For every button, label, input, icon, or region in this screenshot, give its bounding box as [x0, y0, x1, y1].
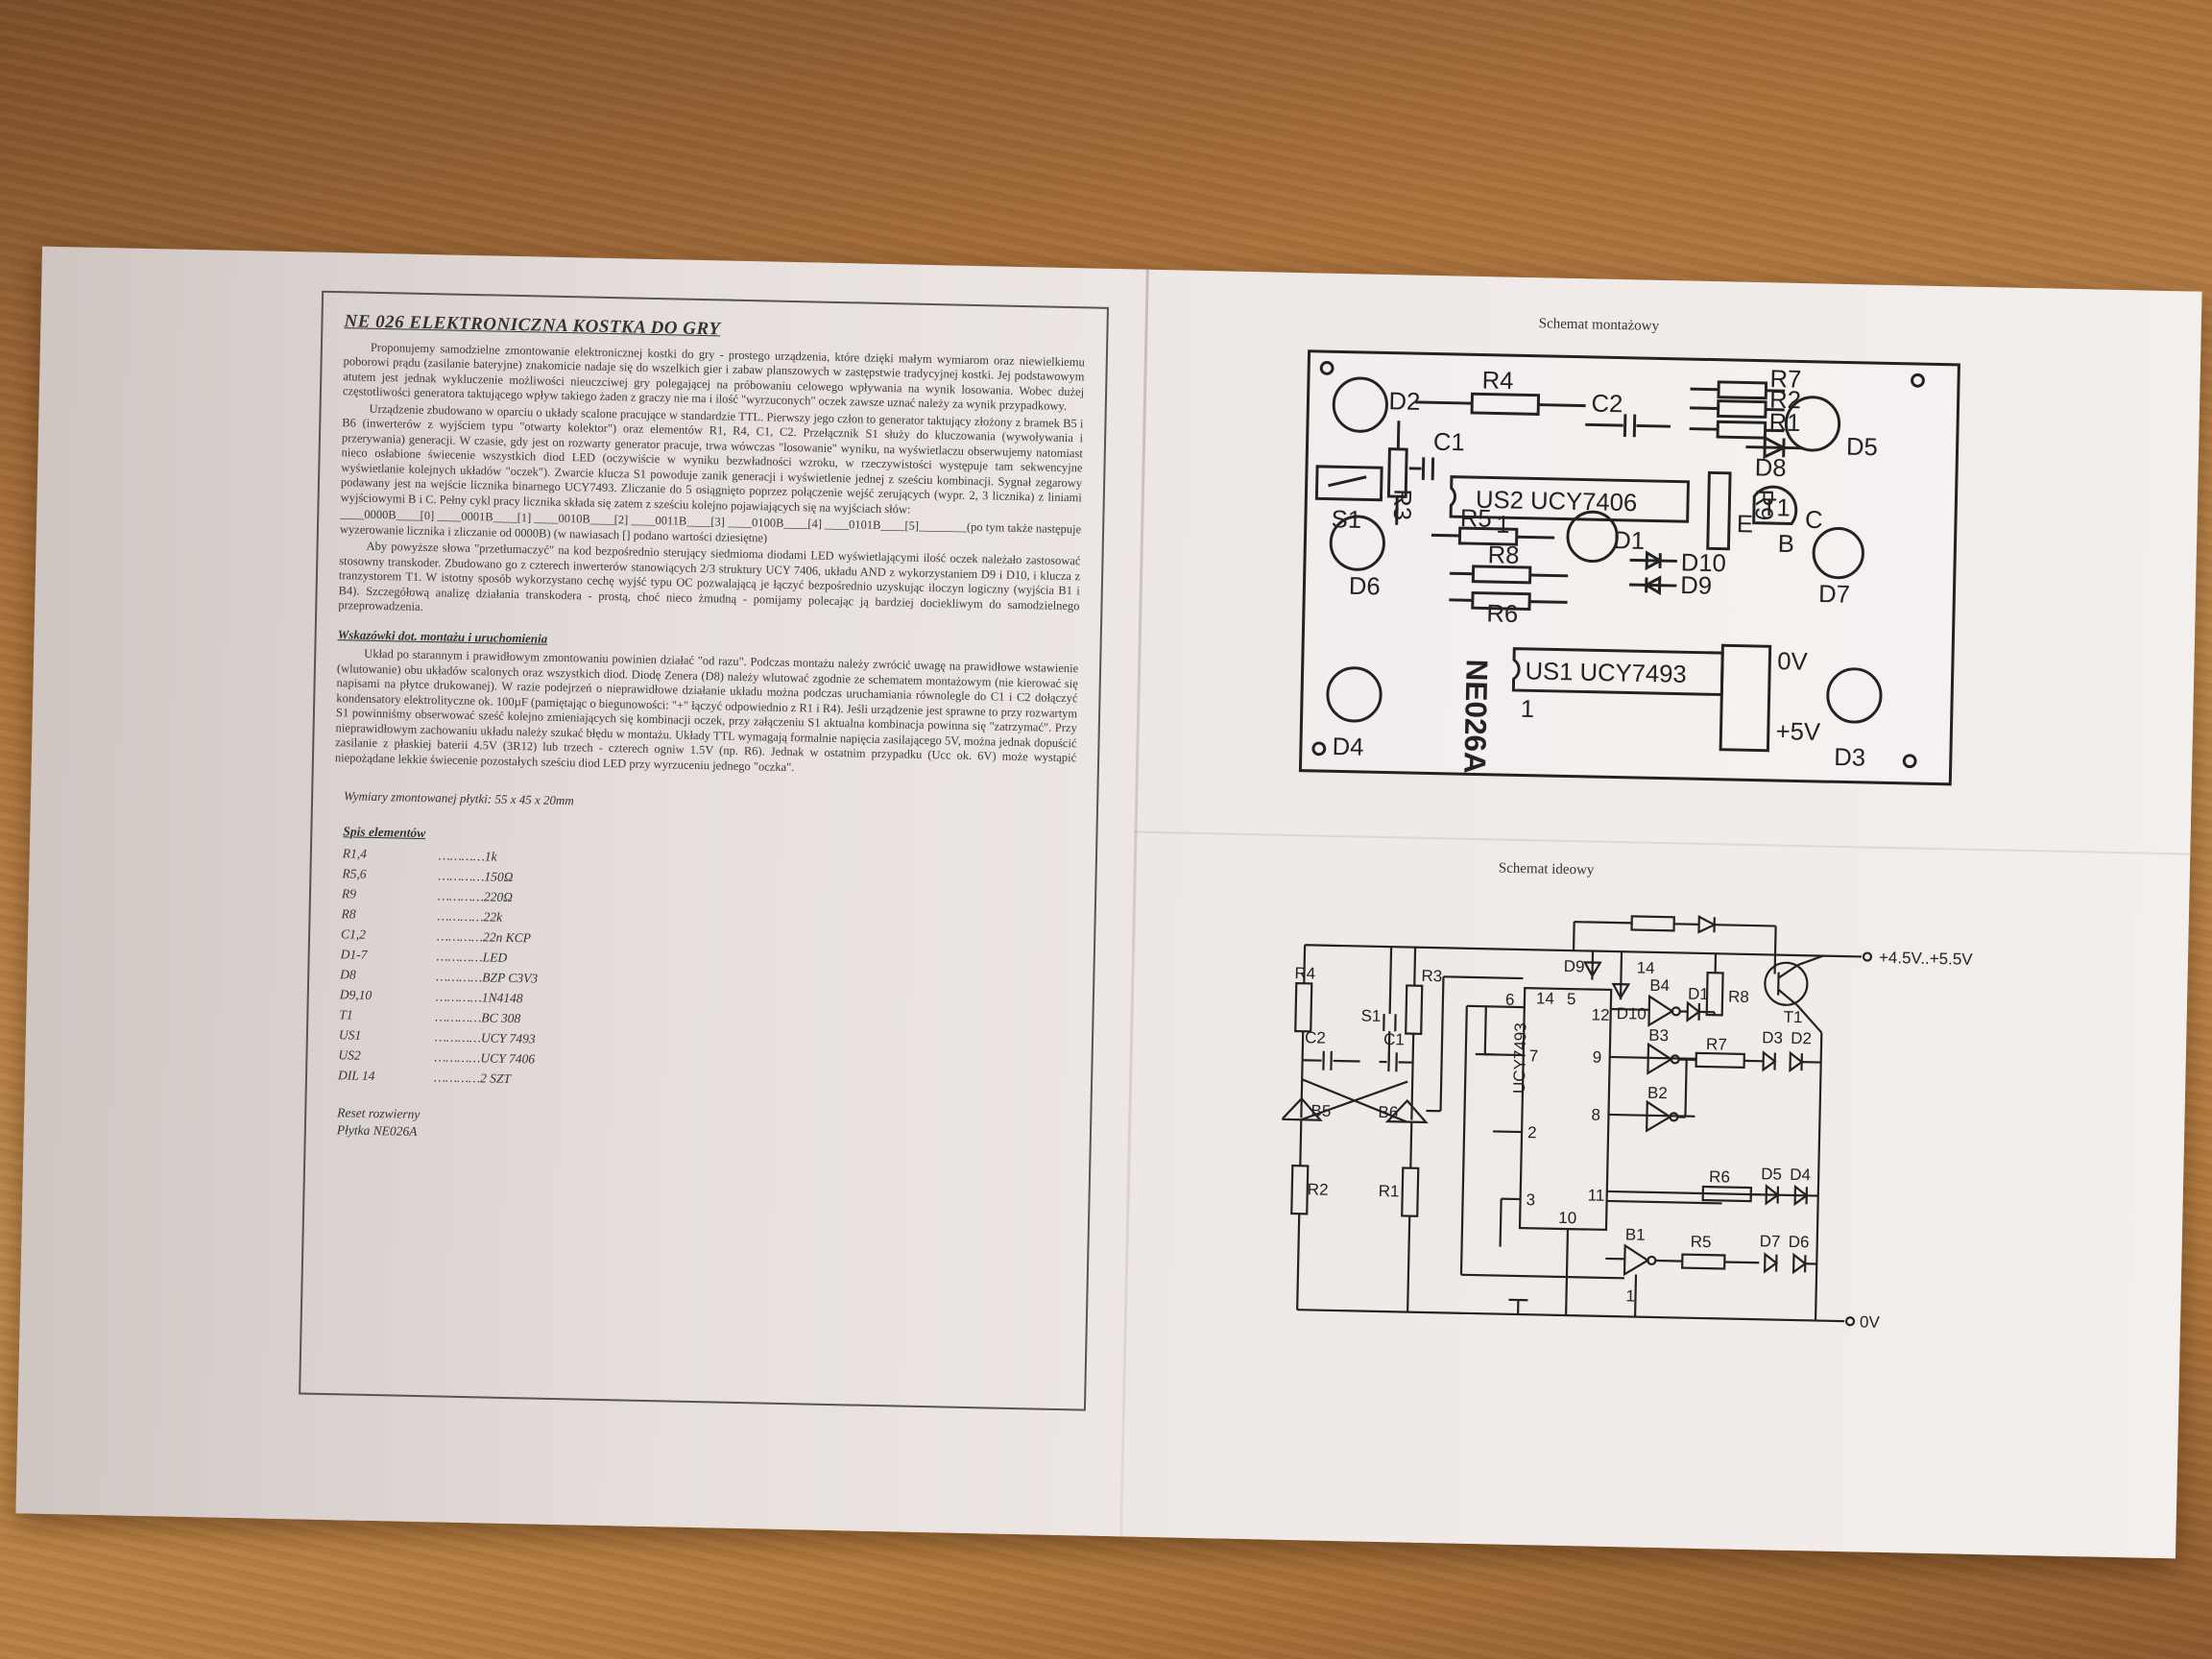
label-d1: D1: [1613, 527, 1645, 555]
sch-n1: 1: [1625, 1286, 1635, 1305]
sch-c1: C1: [1383, 1030, 1405, 1048]
sch-p5: 5: [1567, 990, 1576, 1008]
label-0v: 0V: [1777, 648, 1808, 676]
label-d7: D7: [1818, 581, 1850, 609]
sch-b5: B5: [1310, 1101, 1331, 1119]
sch-r6: R6: [1709, 1167, 1730, 1186]
text-frame: NE 026 ELEKTRONICZNA KOSTKA DO GRY Propo…: [299, 290, 1109, 1411]
schematic-caption: Schemat ideowy: [1498, 860, 1595, 878]
label-d10: D10: [1681, 549, 1727, 577]
label-r8: R8: [1487, 541, 1519, 569]
label-plus5v: +5V: [1775, 718, 1820, 746]
label-c: C: [1805, 507, 1823, 534]
label-b: B: [1778, 531, 1795, 558]
label-us1: US1 UCY7493: [1525, 658, 1687, 688]
label-r4: R4: [1481, 368, 1513, 396]
sch-d9: D9: [1564, 957, 1585, 975]
label-d6: D6: [1349, 573, 1381, 601]
sch-r1: R1: [1379, 1182, 1400, 1200]
label-pin1: 1: [1521, 696, 1535, 723]
vertical-fold: [1119, 269, 1149, 1537]
label-r2: R2: [1769, 387, 1801, 415]
sch-p11: 11: [1588, 1187, 1605, 1205]
assembly-diagram: D2 R4 C2 R7 R2 R1 D5 C1 R3 S1 US2 UCY740…: [1298, 349, 1960, 786]
label-d3: D3: [1834, 744, 1865, 772]
parts-list: R1,4…………1k R5,6…………150Ω R9…………220Ω R8…………: [338, 843, 1074, 1100]
sch-r9: R9: [1642, 906, 1663, 916]
sch-r5: R5: [1691, 1233, 1712, 1251]
sch-b1: B1: [1625, 1225, 1646, 1243]
sch-d4: D4: [1790, 1166, 1811, 1184]
sch-p2: 2: [1527, 1123, 1537, 1142]
label-r5: R5: [1460, 505, 1492, 533]
sch-r8: R8: [1728, 988, 1749, 1006]
sch-s1: S1: [1360, 1007, 1381, 1025]
label-s1: S1: [1331, 506, 1361, 534]
label-r6: R6: [1486, 600, 1518, 628]
sch-r4: R4: [1294, 964, 1315, 982]
reset-note: Reset rozwierny Płytka NE026A: [336, 1105, 421, 1139]
label-r3: R3: [1388, 489, 1416, 520]
label-d4: D4: [1332, 733, 1363, 761]
label-board-id: NE026A: [1457, 659, 1494, 774]
label-r1: R1: [1768, 409, 1800, 437]
sch-p12: 12: [1591, 1006, 1609, 1024]
sch-d5: D5: [1761, 1165, 1782, 1183]
sch-b6: B6: [1378, 1103, 1398, 1121]
sch-p14: 14: [1536, 989, 1554, 1007]
sch-chip: UCY7493: [1510, 1022, 1530, 1094]
label-r7: R7: [1769, 366, 1801, 394]
schematic-diagram: R9 D8 +4.5V..+5.5V D9 14 D10 R8 R4 R3 S1…: [1279, 906, 1974, 1332]
label-t1: T1: [1762, 494, 1791, 522]
assembly-paragraph: Układ po starannym i prawidłowym zmontow…: [334, 646, 1079, 774]
sch-p6: 6: [1505, 991, 1515, 1009]
sch-p9: 9: [1593, 1048, 1602, 1067]
sch-vcc: +4.5V..+5.5V: [1879, 949, 1974, 969]
dimensions-text: Wymiary zmontowanej płytki: 55 x 45 x 20…: [343, 788, 574, 808]
assembly-caption: Schemat montażowy: [1538, 316, 1660, 334]
sch-b2: B2: [1647, 1084, 1668, 1102]
document-title: NE 026 ELEKTRONICZNA KOSTKA DO GRY: [344, 311, 721, 340]
sch-n14: 14: [1636, 959, 1654, 977]
label-pin1-us2: 1: [1496, 512, 1510, 539]
sch-gnd: 0V: [1860, 1312, 1881, 1331]
sch-d2: D2: [1791, 1029, 1812, 1047]
sch-c2: C2: [1305, 1028, 1326, 1046]
sch-p8: 8: [1591, 1106, 1600, 1124]
label-r9: R9: [1750, 489, 1778, 520]
sch-p7: 7: [1529, 1046, 1539, 1065]
intro-paragraph-3: Aby powyższe słowa "przetłumaczyć" na ko…: [338, 539, 1081, 613]
label-c2: C2: [1591, 391, 1623, 419]
sch-b3: B3: [1648, 1026, 1669, 1045]
intro-paragraph-2: Urządzenie zbudowano w oparciu o układy …: [340, 401, 1084, 517]
sch-r2: R2: [1308, 1180, 1329, 1198]
label-d9: D9: [1680, 572, 1712, 600]
label-d5: D5: [1846, 434, 1878, 462]
sch-t1: T1: [1783, 1008, 1802, 1026]
label-us2: US2 UCY7406: [1476, 487, 1638, 517]
sch-p10: 10: [1558, 1209, 1576, 1227]
sch-r3: R3: [1421, 967, 1442, 985]
sch-b4: B4: [1649, 976, 1670, 995]
sch-d3: D3: [1762, 1028, 1783, 1046]
sch-p3: 3: [1526, 1190, 1535, 1209]
sch-d8: D8: [1720, 906, 1742, 918]
sch-d6: D6: [1789, 1233, 1810, 1251]
sch-d10: D10: [1616, 1004, 1647, 1023]
sch-d1: D1: [1688, 985, 1709, 1003]
instruction-sheet: NE 026 ELEKTRONICZNA KOSTKA DO GRY Propo…: [15, 246, 2202, 1559]
label-d8: D8: [1755, 454, 1787, 482]
sch-r7: R7: [1706, 1035, 1727, 1053]
label-c1: C1: [1433, 429, 1465, 457]
horizontal-fold: [1134, 830, 2191, 855]
sch-d7: D7: [1760, 1232, 1781, 1250]
label-d2: D2: [1388, 388, 1420, 416]
label-e: E: [1737, 511, 1754, 538]
